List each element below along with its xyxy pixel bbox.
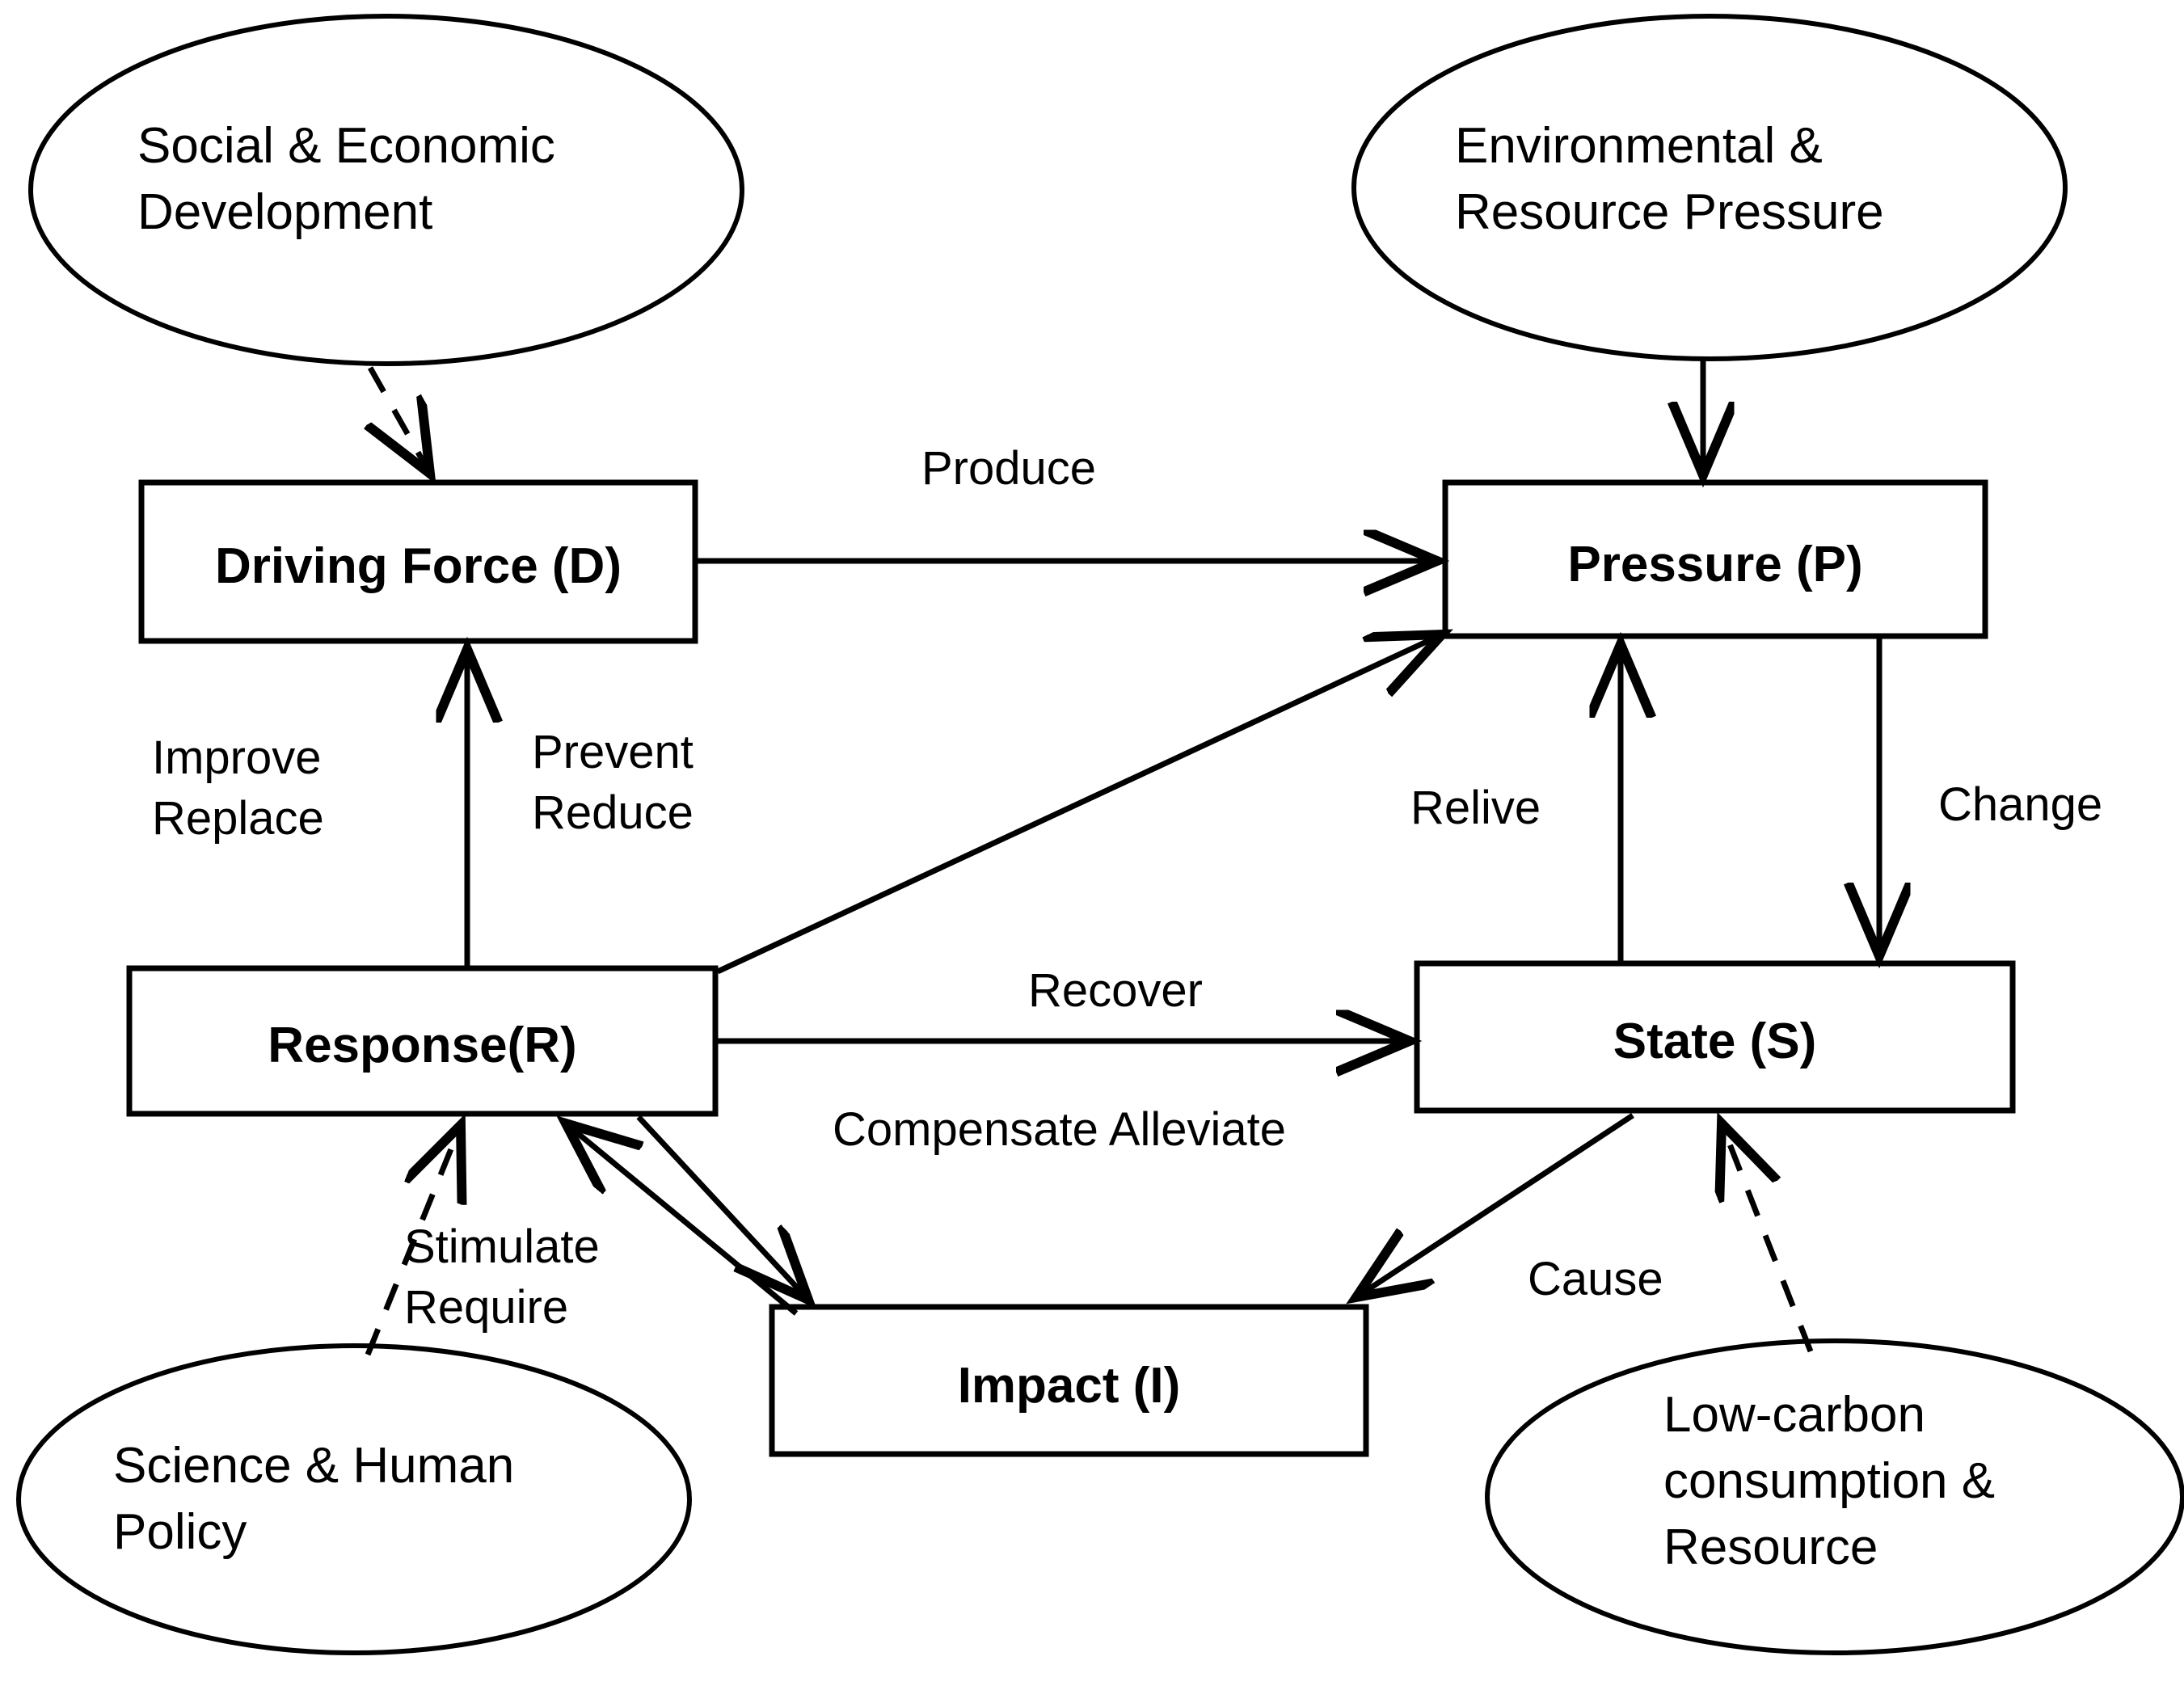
edge-label-compensate-alleviate: Compensate Alleviate xyxy=(833,1103,1286,1156)
edge-science-to-response xyxy=(365,1125,461,1356)
edge-label-relive: Relive xyxy=(1410,782,1541,834)
edge-lowcarbon-to-state xyxy=(1722,1123,1814,1353)
edge-social-to-driving xyxy=(370,366,430,474)
node-driving-force xyxy=(138,479,698,644)
edge-label-recover: Recover xyxy=(1028,964,1203,1017)
node-pressure xyxy=(1442,479,1988,639)
edge-label-prevent-reduce: Prevent Reduce xyxy=(532,726,694,840)
node-low-carbon-consumption-resource xyxy=(1485,1338,2184,1655)
edge-label-improve-replace: Improve Replace xyxy=(152,731,324,845)
edge-label-stimulate-require: Stimulate Require xyxy=(404,1220,600,1334)
edge-label-change: Change xyxy=(1938,778,2103,831)
edge-label-produce: Produce xyxy=(921,442,1097,495)
edge-impact-to-response xyxy=(566,1123,799,1316)
node-science-human-policy xyxy=(16,1343,692,1655)
edge-response-to-impact xyxy=(636,1115,808,1300)
node-social-economic-development xyxy=(28,14,744,366)
node-environmental-resource-pressure xyxy=(1351,14,2068,361)
node-state xyxy=(1414,960,2016,1114)
node-impact xyxy=(769,1304,1369,1457)
edge-response-to-pressure xyxy=(716,634,1442,975)
node-response xyxy=(126,965,719,1117)
edge-state-to-impact xyxy=(1356,1113,1634,1297)
edge-label-cause: Cause xyxy=(1528,1253,1663,1305)
